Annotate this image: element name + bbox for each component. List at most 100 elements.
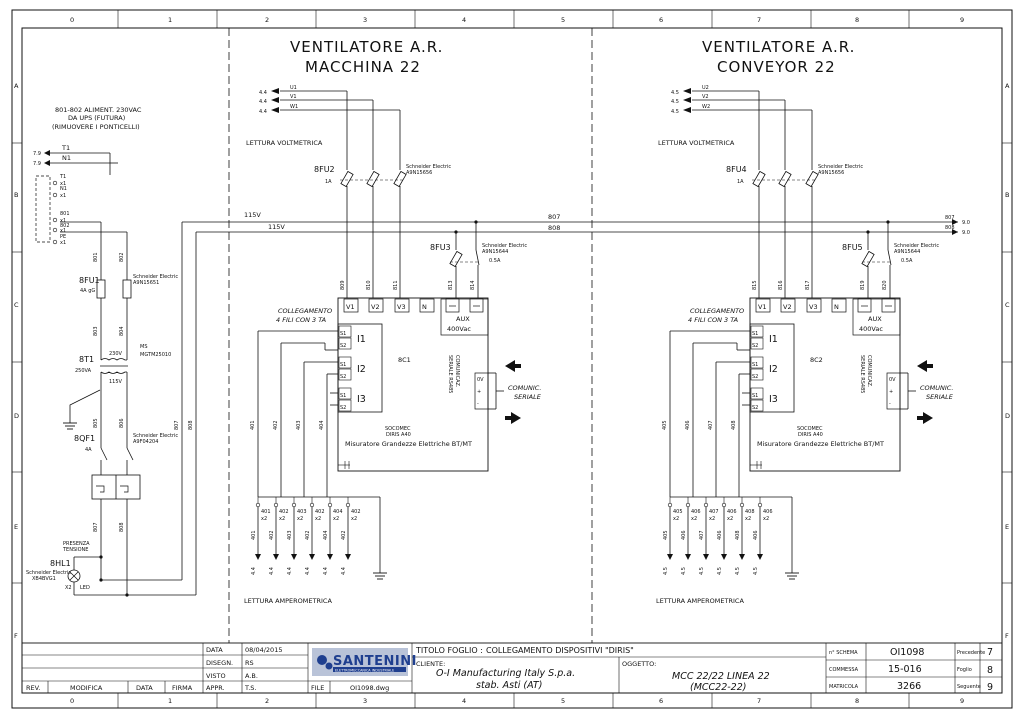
grid-row-left-C: C	[14, 301, 19, 309]
left-ct-mult-1: x2	[279, 516, 285, 522]
right-terminal-label-2: V3	[809, 303, 818, 311]
lamp-8hl1: 8HL1	[50, 559, 71, 568]
right-terminal-0	[755, 298, 771, 313]
left-ct-arrow-icon-0	[255, 554, 261, 560]
supply-note-3: (RIMUOVERE I PONTICELLI)	[52, 123, 140, 131]
tb-rev-label: REV.	[26, 684, 40, 692]
grid-col-top-3: 3	[363, 16, 367, 24]
tb-titolo-label: TITOLO FOGLIO :	[415, 646, 483, 655]
left-ct-ref-3: 4.4	[305, 567, 311, 575]
left-fuse-maker: Schneider Electric	[406, 164, 451, 170]
right-comm-pin-0: 0V	[889, 377, 896, 383]
right-wire-v-0: 815	[752, 280, 758, 290]
tb-commessa-label: COMMESSA	[829, 667, 859, 673]
left-wire-aux-1: 814	[470, 280, 476, 290]
left-ct-terminal-4	[327, 502, 333, 508]
left-aux-volt: 400Vac	[447, 325, 471, 333]
wire-804: 804	[119, 326, 125, 336]
tb-cliente-label: CLIENTE:	[416, 660, 445, 668]
logo-text: SANTENINI	[333, 654, 417, 669]
bus-808-arrow-icon	[952, 229, 958, 235]
fuse-8fu1-maker: Schneider Electric	[133, 274, 178, 280]
left-ct-wire-0: 401	[250, 420, 256, 430]
right-fuse-rating: 1A	[737, 179, 744, 185]
tb-prec-label: Precedente	[957, 650, 985, 656]
right-ct-ref-2: 4.5	[699, 567, 705, 575]
left-ct-terminal-0	[255, 502, 261, 508]
right-terminal-label-0: V1	[758, 303, 767, 311]
supply-note-1: 801-802 ALIMENT. 230VAC	[55, 106, 142, 114]
right-ct-ref-3: 4.5	[717, 567, 723, 575]
fuse-8fu1: 8FU1	[79, 276, 100, 285]
terminal-bracket	[35, 175, 51, 243]
right-s-term-0: S1	[752, 331, 758, 337]
transformer-va: 250VA	[75, 368, 92, 374]
left-comm-out-arrow-icon	[505, 412, 521, 424]
transformer-secondary-coil	[100, 371, 127, 374]
left-ct-terminal-5	[345, 502, 351, 508]
left-s-term-2: S1	[340, 362, 346, 368]
left-terminal-label-1: V2	[371, 303, 380, 311]
bus-808-ref: 9.0	[962, 230, 970, 236]
left-ct-wire-label-1: 402	[269, 530, 275, 540]
left-wire-aux-0: 813	[448, 280, 454, 290]
n1-arrow-icon	[44, 160, 50, 166]
right-device-id: 8C2	[810, 356, 823, 364]
right-desc: Misuratore Grandezze Elettriche BT/MT	[757, 440, 884, 448]
terminal-label-1: x1	[60, 181, 66, 187]
right-aux-fuse-rating: 0.5A	[901, 258, 913, 264]
fuse-8fu1-body-b	[122, 279, 132, 299]
presenza-2: TENSIONE	[62, 547, 88, 553]
logo-subtext: ELETTROMECCANICA INDUSTRIALE	[335, 669, 394, 673]
terminal-label-4: 801	[60, 211, 70, 217]
grid-row-right-D: D	[1005, 412, 1010, 420]
left-aux-fuse-code: A9N15644	[482, 249, 508, 255]
transformer-code: MGTM25010	[140, 352, 171, 358]
fuse-8fu1-code: A9N15651	[133, 280, 159, 286]
terminal-dot-1	[52, 192, 58, 198]
tb-visto-value: A.B.	[245, 672, 258, 680]
left-ct-mult-4: x2	[333, 516, 339, 522]
right-s-term-1: S2	[752, 343, 758, 349]
grid-col-top-9: 9	[960, 16, 964, 24]
right-title-2: CONVEYOR 22	[717, 58, 836, 76]
left-ct-mult-5: x2	[351, 516, 357, 522]
left-ct-terminal-3	[309, 502, 315, 508]
right-comunic-2: SERIALE	[926, 393, 954, 401]
grid-row-left-A: A	[14, 82, 19, 90]
breaker-contact-b	[126, 447, 134, 461]
right-ct-label-4: 408	[745, 509, 755, 515]
left-ct-arrow-icon-5	[345, 554, 351, 560]
left-s-term-1: S2	[340, 343, 346, 349]
left-ct-wire-2: 403	[296, 420, 302, 430]
terminal-label-3: x1	[60, 193, 66, 199]
right-ct-arrow-icon-2	[703, 554, 709, 560]
grid-col-bottom-6: 6	[659, 697, 663, 705]
left-phase-2: W1	[290, 104, 298, 110]
left-wire-v-0: 809	[340, 280, 346, 290]
left-comunic-1: COMUNIC.	[508, 384, 541, 392]
left-ct-label-1: 402	[279, 509, 289, 515]
left-fuse-body-0	[340, 170, 354, 188]
right-ct-arrow-icon-4	[739, 554, 745, 560]
right-ct-terminal-0	[667, 502, 673, 508]
left-terminal-0	[343, 298, 359, 313]
bus-808-label: 808	[548, 224, 560, 232]
left-maker: SOCOMEC	[385, 426, 411, 432]
left-ct-label-5: 402	[351, 509, 361, 515]
left-aux-fuse-rating: 0.5A	[489, 258, 501, 264]
right-ct-wire-2: 407	[708, 420, 714, 430]
left-ct-label-2: 403	[297, 509, 307, 515]
right-s-term-5: S2	[752, 405, 758, 411]
left-ct-wire-label-5: 402	[341, 530, 347, 540]
transformer-ms: MS	[140, 344, 148, 350]
grid-col-bottom-0: 0	[70, 697, 74, 705]
left-title-2: MACCHINA 22	[305, 58, 421, 76]
grid-row-left-B: B	[14, 191, 18, 199]
right-ct-wire-0: 405	[662, 420, 668, 430]
right-comm-in-arrow-icon	[917, 360, 933, 372]
lamp-led: LED	[80, 585, 90, 591]
grid-col-bottom-4: 4	[462, 697, 466, 705]
